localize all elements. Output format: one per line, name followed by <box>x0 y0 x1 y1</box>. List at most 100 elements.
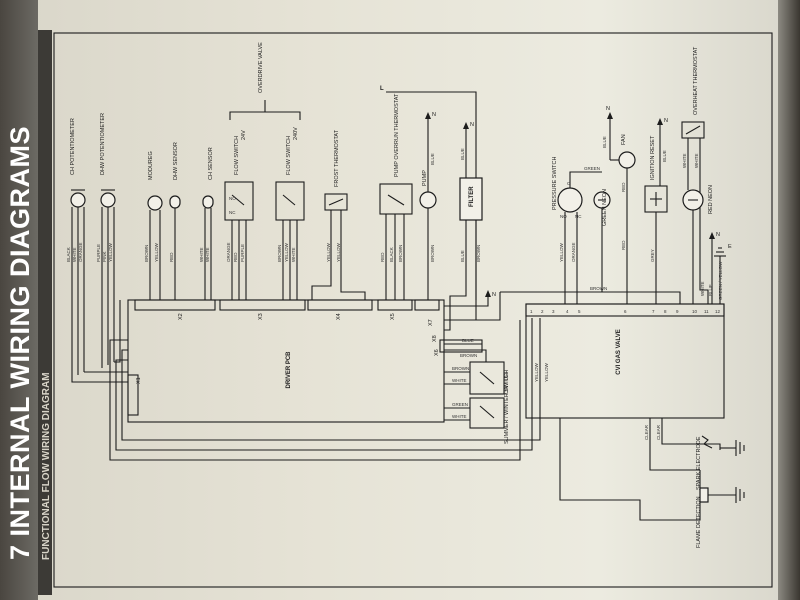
terminal-8: 8 <box>664 309 667 314</box>
pressure-nc: NC <box>575 214 582 219</box>
terminal-6: 6 <box>624 309 627 314</box>
frost-thermostat-symbol <box>324 193 348 211</box>
connector-x5 <box>377 299 413 311</box>
connector-x8 <box>439 339 483 353</box>
filter-wire-brown: BROWN <box>476 245 481 262</box>
overdrive-valve-label: OVERDRIVE VALVE <box>258 42 264 93</box>
flow-switch-240v-voltage: 240V <box>293 127 299 140</box>
switch-wire-1: BROWN <box>452 366 469 371</box>
flame-detection-label: FLAME DETECTION <box>696 496 702 548</box>
fan-label: FAN <box>621 134 627 145</box>
diagram-frame <box>53 32 773 588</box>
ignition-reset-label: IGNITION RESET <box>650 135 656 180</box>
connector-x4 <box>307 299 373 311</box>
dhw-sensor-wire: RED <box>169 252 174 262</box>
flow-switch-24v-voltage: 24V <box>241 130 247 140</box>
modureg-wire-1: BROWN <box>144 245 149 262</box>
terminal-11: 11 <box>704 309 709 314</box>
dhw-potentiometer-label: DHW POTENTIOMETER <box>100 113 106 175</box>
red-neon-wire-1: WHITE <box>682 154 687 169</box>
connector-x5-label: X5 <box>390 313 396 320</box>
fan-wire-blue: BLUE <box>602 136 607 148</box>
flow-24-wire-1: ORANGE <box>226 242 231 262</box>
switch-wire-4: WHITE <box>452 414 467 419</box>
bus-neutral-label: N <box>492 292 496 298</box>
pump-label: PUMP <box>422 170 428 186</box>
live-supply-label: L <box>380 86 384 92</box>
terminal-5: 5 <box>578 309 581 314</box>
clear-wire-2: CLEAR <box>656 424 661 440</box>
flow-24-no: NO <box>229 196 236 201</box>
flow-24-wire-3: PURPLE <box>240 244 245 262</box>
connector-x2-label: X2 <box>178 313 184 320</box>
pump-wire-blue: BLUE <box>430 153 435 165</box>
ch-sensor-wire-1: WHITE <box>199 248 204 263</box>
flow-switch-240v-label: FLOW SWITCH <box>286 136 292 175</box>
ignition-wire-blue: BLUE <box>662 150 667 162</box>
connector-x6-label: X6 <box>434 349 440 356</box>
ignition-neutral-label: N <box>664 118 668 124</box>
gas-valve-wire-blue: BLUE <box>708 284 713 296</box>
supply-neutral-label: N <box>716 232 720 238</box>
supply-earth-label: E <box>728 244 732 250</box>
ch-pot-wire-1: BLACK <box>66 247 71 262</box>
cvi-gas-valve <box>525 303 725 419</box>
modureg-label: MODUREG <box>148 151 154 180</box>
filter-neutral-label: N <box>470 122 474 128</box>
connector-x7-label: X7 <box>428 319 434 326</box>
dhw-pot-wire-1: PURPLE <box>96 244 101 262</box>
ch-potentiometer-symbol <box>70 192 86 208</box>
pump-overrun-thermostat-label: PUMP OVERRUN THERMOSTAT <box>394 93 400 177</box>
pump-overrun-wire-2: BLACK <box>389 247 394 262</box>
connector-x3-label: X3 <box>258 313 264 320</box>
red-neon-label: RED NEON <box>708 185 714 214</box>
terminal-2: 2 <box>541 309 544 314</box>
gas-valve-terminals: 1 2 3 4 5 6 7 8 9 10 11 12 <box>530 309 721 314</box>
modureg-wire-2: YELLOW <box>154 242 159 262</box>
x8-wire-blue: BLUE <box>462 338 474 343</box>
fan-symbol <box>618 151 636 169</box>
dhw-pot-wire-2: PINK <box>102 251 107 262</box>
dhw-potentiometer-symbol <box>100 192 116 208</box>
terminal-10: 10 <box>692 309 698 314</box>
terminal-12: 12 <box>715 309 721 314</box>
ch-sensor-symbol <box>202 195 214 209</box>
flow-240-wire-3: WHITE <box>291 248 296 263</box>
flow-240-wire-1: BROWN <box>277 245 282 262</box>
pump-neutral-label: N <box>432 112 436 118</box>
ch-sensor-label: CH SENSOR <box>208 147 214 180</box>
flow-24-nc: NC <box>229 210 236 215</box>
flow-240-wire-2: YELLOW <box>284 242 289 262</box>
ch-sensor-wire-2: WHITE <box>205 248 210 263</box>
terminal-7: 7 <box>652 309 655 314</box>
yellow-wire-2: YELLOW <box>544 362 549 382</box>
pump-wire-brown: BROWN <box>430 245 435 262</box>
on-off-switch <box>469 361 505 395</box>
fan-neutral-label: N <box>606 106 610 112</box>
pump-overrun-wire-3: BROWN <box>398 245 403 262</box>
clear-wire-1: CLEAR <box>644 424 649 440</box>
summer-winter-label: SUMMER / WINTER SWITCH <box>504 370 510 444</box>
pressure-wire-top: GREEN <box>584 166 600 171</box>
pump-symbol <box>419 191 437 209</box>
dhw-pot-wire-3: YELLOW <box>108 242 113 262</box>
filter-label: FILTER <box>469 186 475 207</box>
gas-valve-wire-white: WHITE <box>700 282 705 297</box>
pump-overrun-thermostat-symbol <box>379 183 413 215</box>
connector-x3 <box>219 299 306 311</box>
frost-wire-2: YELLOW <box>336 242 341 262</box>
frost-thermostat-label: FROST THERMOSTAT <box>334 129 340 187</box>
ch-pot-wire-3: ORANGE <box>78 242 83 262</box>
green-neon-label: GREEN NEON <box>602 189 608 226</box>
pressure-wire-2: ORANGE <box>571 242 576 262</box>
terminal-9: 9 <box>676 309 679 314</box>
gas-valve-label: CVI GAS VALVE <box>616 329 622 374</box>
gas-valve-red-wire: RED <box>621 240 626 250</box>
flow-switch-24v-label: FLOW SWITCH <box>234 136 240 175</box>
filter-symbol <box>459 177 483 221</box>
terminal-4: 4 <box>566 309 569 314</box>
title-band <box>0 0 38 600</box>
gas-valve-wire-gy: GREEN / YELLOW <box>718 261 723 300</box>
switch-wire-3: GREEN <box>452 402 468 407</box>
